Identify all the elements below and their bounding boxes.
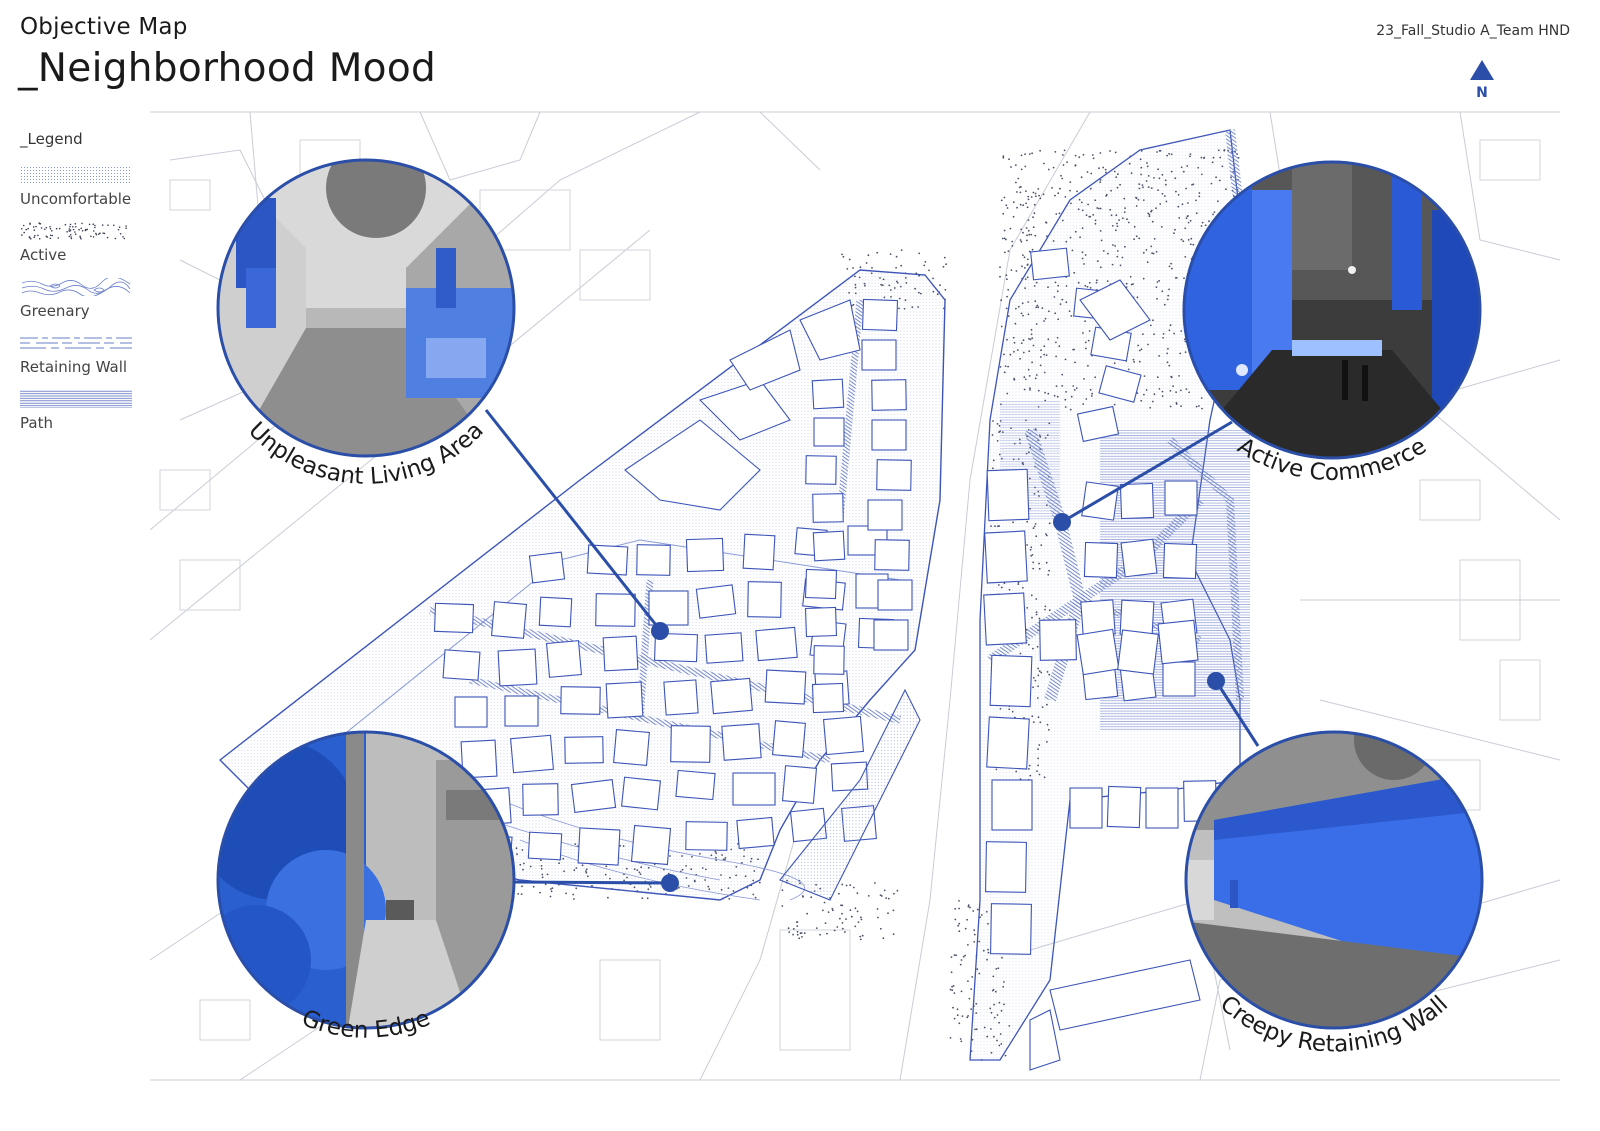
- marker-active-commerce: [1053, 513, 1071, 531]
- photo-creepy-retaining-wall: [1184, 730, 1484, 1030]
- legend-item-uncomfortable: Uncomfortable: [20, 166, 132, 208]
- team-label: 23_Fall_Studio A_Team HND: [1376, 23, 1570, 39]
- legend-title: _Legend: [20, 130, 83, 148]
- east-large-buildings: [1029, 279, 1201, 1071]
- legend-item-path: Path: [20, 390, 132, 432]
- photo-active-commerce: [1182, 160, 1482, 460]
- uncomfortable-swatch-icon: [20, 166, 132, 184]
- marker-creepy-retaining-wall: [1207, 672, 1225, 690]
- marker-unpleasant-living-area: [651, 622, 669, 640]
- west-buildings: [433, 298, 913, 869]
- north-west-buildings: [624, 299, 861, 511]
- north-label: N: [1476, 85, 1488, 101]
- photo-green-edge: [216, 730, 516, 1030]
- marker-green-edge: [661, 874, 679, 892]
- path-swatch-icon: [20, 390, 132, 408]
- west-road-band: [779, 688, 921, 901]
- map-subtitle: Objective Map: [20, 14, 188, 40]
- legend-label-greenary: Greenary: [20, 302, 90, 320]
- active-swatch-icon: [21, 222, 127, 240]
- photo-unpleasant-living-area: [216, 158, 516, 458]
- legend-label-retaining-wall: Retaining Wall: [20, 358, 128, 376]
- legend-label-uncomfortable: Uncomfortable: [20, 190, 132, 208]
- callout-leaders: [484, 409, 1260, 885]
- legend-label-active: Active: [20, 246, 67, 264]
- retaining-wall-swatch-icon: [20, 337, 132, 349]
- legend-item-active: Active: [20, 222, 132, 264]
- map-title: _Neighborhood Mood: [18, 46, 437, 91]
- legend-item-retaining-wall: Retaining Wall: [20, 334, 132, 376]
- legend-label-path: Path: [20, 414, 53, 432]
- north-arrow-icon: N: [1470, 60, 1494, 101]
- greenary-swatch-icon: [21, 278, 131, 296]
- callout-markers: [651, 513, 1225, 892]
- legend-item-greenary: Greenary: [20, 278, 132, 320]
